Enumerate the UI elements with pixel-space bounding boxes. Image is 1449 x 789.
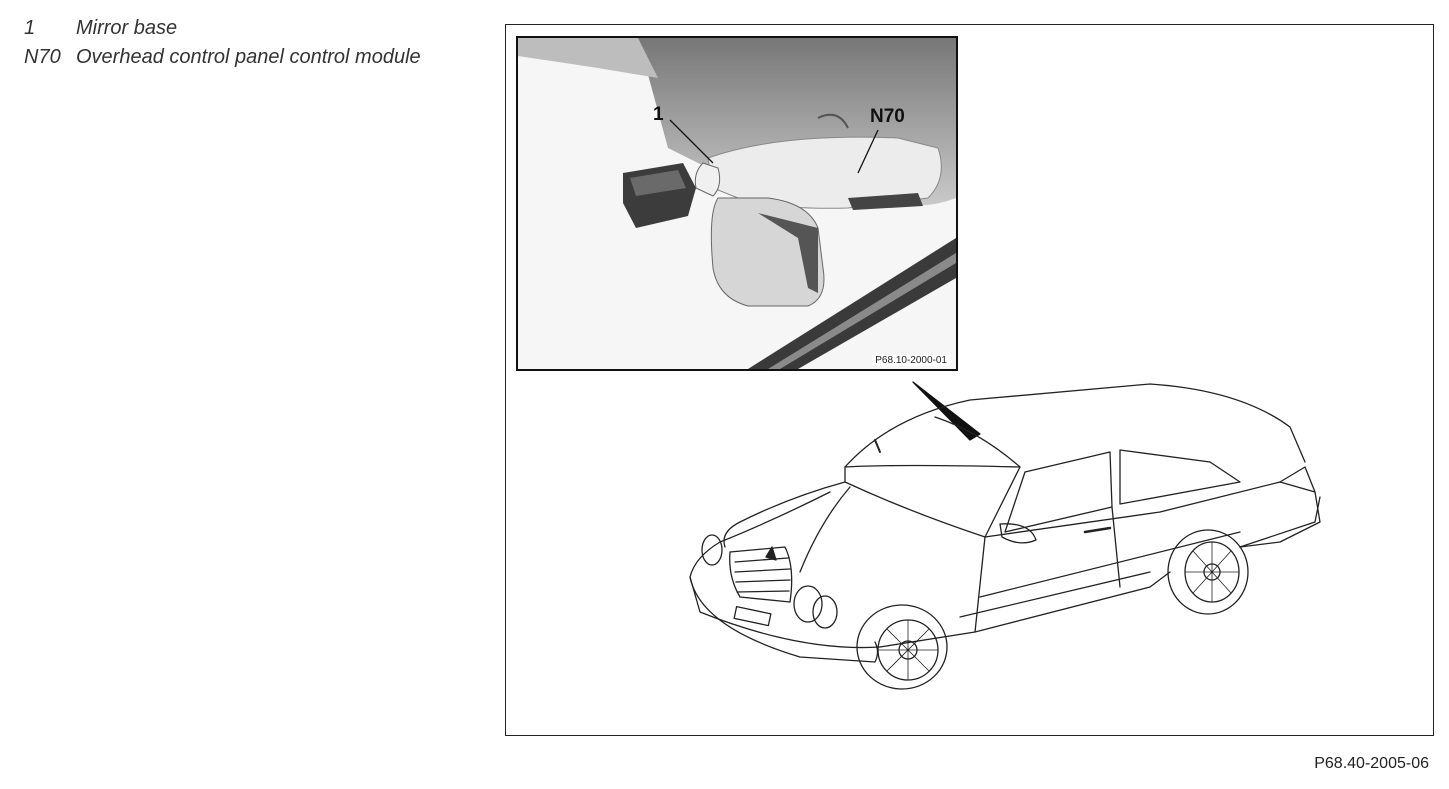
- legend-key: 1: [24, 17, 36, 39]
- car-line-drawing: [689, 381, 1321, 690]
- legend-item-n70: N70 Overhead control panel control modul…: [24, 43, 421, 72]
- inset-photo: 1 N70 P68.10-2000-01: [516, 36, 958, 371]
- legend-key: N70: [24, 46, 61, 68]
- legend-text: Overhead control panel control module: [76, 46, 421, 68]
- figure-reference: P68.40-2005-06: [1314, 755, 1429, 772]
- callout-1: 1: [653, 104, 664, 125]
- callout-n70: N70: [870, 106, 905, 127]
- overhead-module-illustration: [518, 38, 956, 369]
- legend: 1 Mirror base N70 Overhead control panel…: [24, 14, 421, 72]
- inset-reference: P68.10-2000-01: [872, 355, 950, 366]
- legend-item-mirror-base: 1 Mirror base: [24, 14, 421, 43]
- car-illustration: [680, 372, 1330, 702]
- legend-text: Mirror base: [76, 17, 178, 39]
